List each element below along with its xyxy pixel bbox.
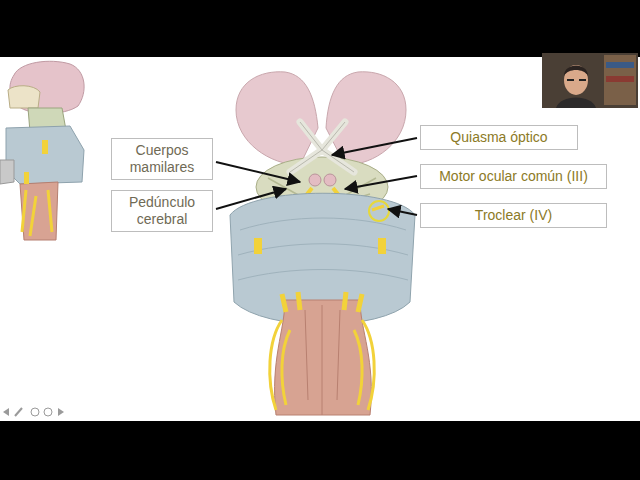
hemisphere	[236, 72, 318, 165]
hemisphere	[326, 72, 406, 165]
top-bar	[0, 0, 640, 57]
mammillary-body	[309, 174, 321, 186]
trigeminal-nerve	[254, 238, 262, 254]
trochlear-nerve	[372, 206, 384, 210]
pyramids	[305, 305, 340, 415]
leader-arrow	[216, 162, 300, 182]
label-box: Pedúnculo cerebral	[111, 190, 213, 232]
thumb-nerve	[42, 140, 48, 154]
toolbar-icon	[31, 408, 39, 416]
mammillary-body	[324, 174, 336, 186]
thumb-pons	[6, 126, 84, 184]
bottom-bar	[0, 421, 640, 480]
label-box: Troclear (IV)	[420, 203, 607, 228]
leader-arrow	[216, 189, 286, 209]
webcam-shoulders	[556, 98, 596, 109]
leader-arrow	[345, 176, 417, 189]
toolbar-icon	[15, 408, 22, 416]
label-text: Troclear (IV)	[475, 207, 552, 224]
thumb-nerve	[22, 190, 52, 236]
pons-fibres	[238, 218, 408, 280]
label-text: Cuerpos mamilares	[118, 142, 206, 176]
toolbar-icon	[3, 408, 9, 416]
toolbar-icon	[44, 408, 52, 416]
webcam-books	[606, 76, 634, 82]
cranial-nerves	[282, 292, 362, 312]
label-box: Cuerpos mamilares	[111, 138, 213, 180]
webcam-glasses	[567, 79, 586, 81]
webcam-frame	[542, 53, 638, 108]
webcam-bookshelf	[604, 55, 636, 105]
thumb-cerebellum	[8, 86, 40, 108]
medulla	[275, 300, 372, 415]
trigeminal-nerve	[378, 238, 386, 254]
label-text: Quiasma óptico	[450, 129, 547, 146]
leader-arrow	[388, 209, 417, 215]
webcam-books	[606, 62, 634, 68]
thumb-section	[0, 160, 14, 184]
leader-arrow	[332, 138, 417, 155]
label-box: Motor ocular común (III)	[420, 164, 607, 189]
label-text: Pedúnculo cerebral	[118, 194, 206, 228]
lower-nerves	[270, 320, 375, 410]
label-box: Quiasma óptico	[420, 125, 578, 150]
label-text: Motor ocular común (III)	[439, 168, 588, 185]
toolbar-icon	[58, 408, 64, 416]
optic-chiasm-outline	[290, 122, 354, 172]
thumb-nerve	[24, 172, 29, 184]
webcam-hair	[564, 66, 588, 77]
optic-chiasm	[290, 122, 354, 172]
highlight-circle	[369, 201, 389, 221]
thumb-medulla	[20, 182, 58, 240]
webcam-face	[564, 65, 588, 95]
